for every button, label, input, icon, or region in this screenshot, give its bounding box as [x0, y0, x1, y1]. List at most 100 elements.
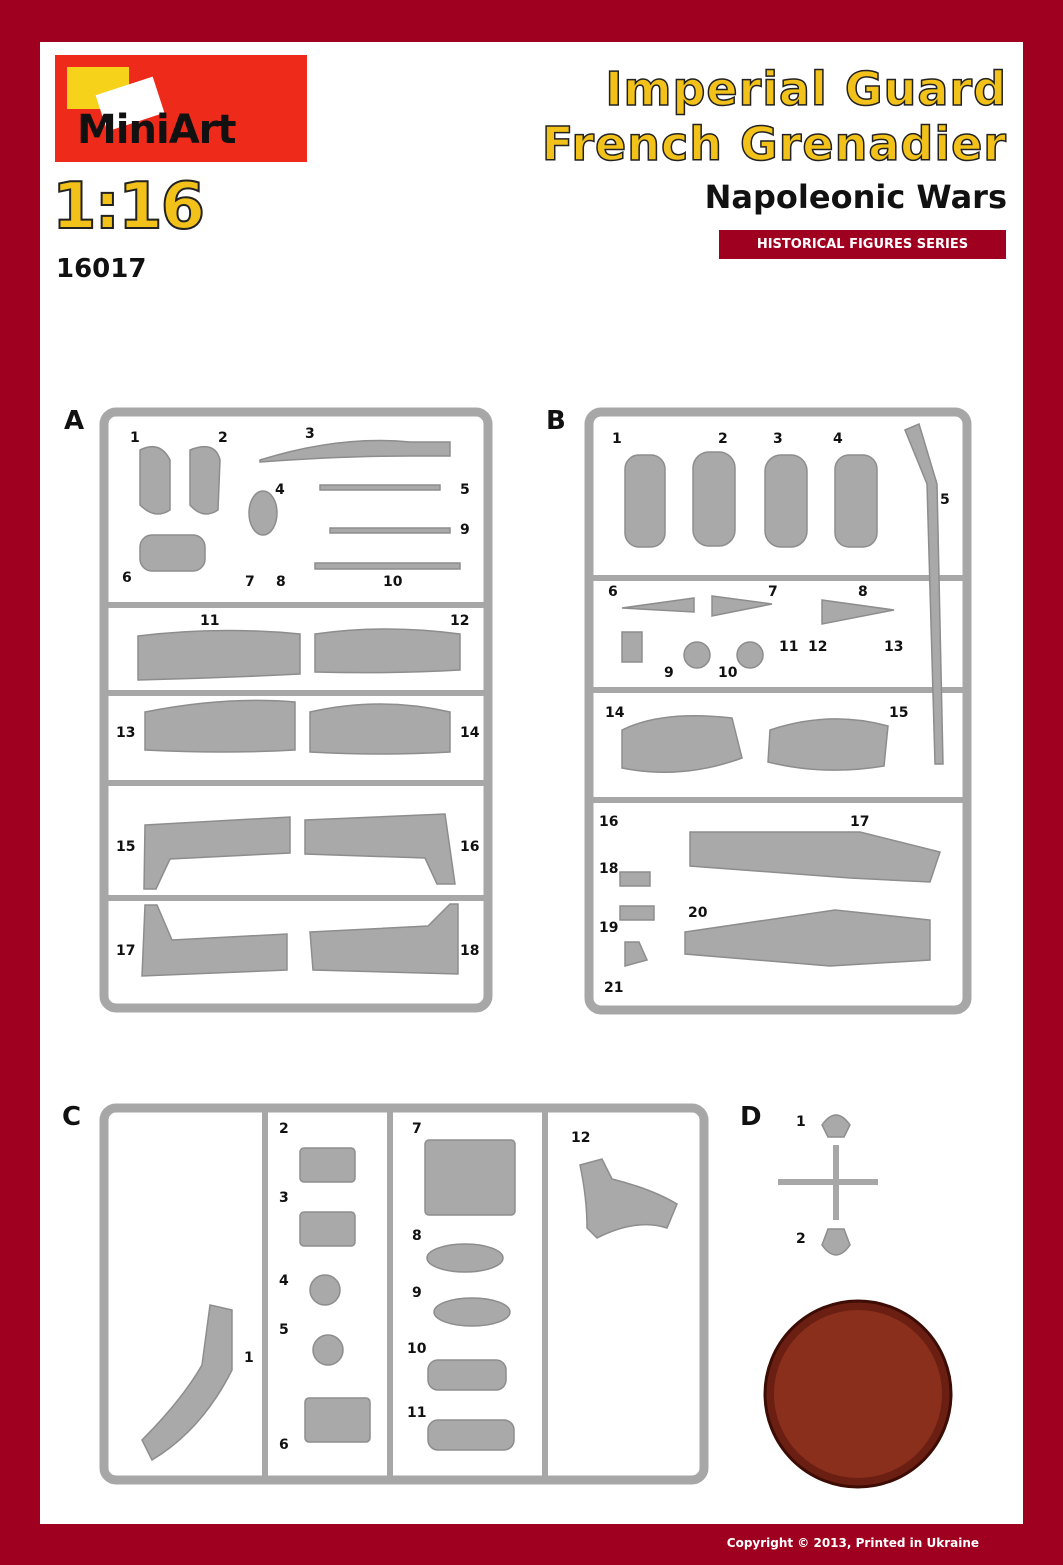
svg-text:2: 2 [718, 431, 728, 447]
b-part-15 [767, 718, 889, 771]
b-part-17 [689, 831, 941, 883]
sprue-c: 1 2 3 4 5 6 7 8 9 10 11 12 [99, 1103, 709, 1485]
svg-text:3: 3 [773, 431, 783, 447]
a-part-15 [143, 816, 291, 890]
a-part-6-head [139, 534, 206, 572]
b-part-18 [619, 871, 651, 887]
b-part-19 [619, 905, 655, 921]
svg-text:18: 18 [599, 861, 618, 877]
sprue-b: 1 2 3 4 5 6 7 8 9 10 11 12 13 14 15 16 1… [584, 407, 972, 1015]
subtitle: Napoleonic Wars [704, 178, 1007, 216]
a-part-1 [139, 445, 171, 515]
svg-text:6: 6 [608, 584, 618, 600]
svg-text:2: 2 [279, 1121, 289, 1137]
c-part-6 [304, 1397, 371, 1443]
svg-text:19: 19 [599, 920, 618, 936]
b-part-8 [821, 599, 895, 625]
c-part-11 [427, 1419, 515, 1451]
svg-text:18: 18 [460, 943, 479, 959]
svg-text:7: 7 [768, 584, 778, 600]
b-part-21 [624, 941, 649, 967]
svg-text:4: 4 [279, 1273, 289, 1289]
svg-text:5: 5 [940, 492, 950, 508]
a-part-16 [304, 813, 456, 885]
b-part-6 [621, 597, 695, 613]
svg-text:8: 8 [276, 574, 286, 590]
c-part-10 [427, 1359, 507, 1391]
svg-text:12: 12 [808, 639, 827, 655]
svg-text:14: 14 [460, 725, 480, 741]
a-part-11 [137, 629, 301, 681]
svg-text:1: 1 [130, 430, 140, 446]
b-part-5-musket [904, 422, 944, 765]
svg-text:11: 11 [200, 613, 219, 629]
svg-text:20: 20 [688, 905, 708, 921]
sprue-d: 1 2 [778, 1114, 878, 1256]
c-part-3 [299, 1211, 356, 1247]
svg-text:9: 9 [412, 1285, 422, 1301]
logo-text: MiniArt [77, 107, 237, 153]
scale-label: 1:16 [51, 169, 206, 245]
c-part-4 [309, 1274, 341, 1306]
svg-text:9: 9 [460, 522, 470, 538]
sprue-a-label: A [64, 406, 85, 436]
svg-text:6: 6 [122, 570, 132, 586]
svg-text:6: 6 [279, 1437, 289, 1453]
svg-text:3: 3 [305, 426, 315, 442]
series-banner: HISTORICAL FIGURES SERIES [719, 230, 1006, 259]
svg-text:16: 16 [460, 839, 479, 855]
svg-text:3: 3 [279, 1190, 289, 1206]
a-part-3-sabre [259, 439, 451, 463]
d-part-1 [821, 1114, 851, 1138]
svg-text:12: 12 [450, 613, 469, 629]
c-part-12-arm [579, 1158, 678, 1239]
b-part-9 [683, 641, 711, 669]
c-part-8 [426, 1243, 504, 1273]
svg-text:5: 5 [460, 482, 470, 498]
sprue-d-label: D [740, 1102, 762, 1132]
svg-text:17: 17 [850, 814, 869, 830]
svg-text:1: 1 [244, 1350, 254, 1366]
svg-text:8: 8 [412, 1228, 422, 1244]
svg-text:14: 14 [605, 705, 625, 721]
b-part-1 [624, 454, 666, 548]
a-part-4-plume [248, 490, 278, 536]
svg-text:4: 4 [275, 482, 285, 498]
svg-text:2: 2 [218, 430, 228, 446]
a-part-13 [144, 699, 296, 753]
svg-text:15: 15 [889, 705, 908, 721]
b-part-4 [834, 454, 878, 548]
svg-text:13: 13 [116, 725, 135, 741]
c-part-5 [312, 1334, 344, 1366]
a-part-5 [319, 484, 441, 491]
svg-text:1: 1 [612, 431, 622, 447]
miniart-logo: MiniArt [55, 55, 307, 162]
svg-text:15: 15 [116, 839, 135, 855]
svg-text:7: 7 [412, 1121, 422, 1137]
svg-text:16: 16 [599, 814, 618, 830]
svg-text:10: 10 [718, 665, 738, 681]
b-part-3 [764, 454, 808, 548]
sprue-a: 1 2 3 4 5 6 7 8 9 10 11 12 13 14 15 16 1… [99, 407, 493, 1013]
svg-text:12: 12 [571, 1130, 590, 1146]
svg-text:2: 2 [796, 1231, 806, 1247]
b-part-7 [711, 595, 773, 617]
d-part-2 [821, 1228, 851, 1256]
c-part-9 [433, 1297, 511, 1327]
copyright-text: Copyright © 2013, Printed in Ukraine [726, 1536, 979, 1550]
a-part-17 [141, 904, 288, 977]
svg-text:1: 1 [796, 1114, 806, 1130]
svg-text:9: 9 [664, 665, 674, 681]
a-part-9 [329, 527, 451, 534]
c-part-2 [299, 1147, 356, 1183]
figure-base [763, 1299, 953, 1489]
title-line-2: French Grenadier [541, 116, 1007, 172]
a-part-10 [314, 562, 461, 570]
svg-text:5: 5 [279, 1322, 289, 1338]
b-part-14 [621, 714, 743, 773]
b-part-10 [736, 641, 764, 669]
a-part-18 [309, 903, 459, 975]
b-part-20 [684, 909, 931, 967]
svg-text:17: 17 [116, 943, 135, 959]
